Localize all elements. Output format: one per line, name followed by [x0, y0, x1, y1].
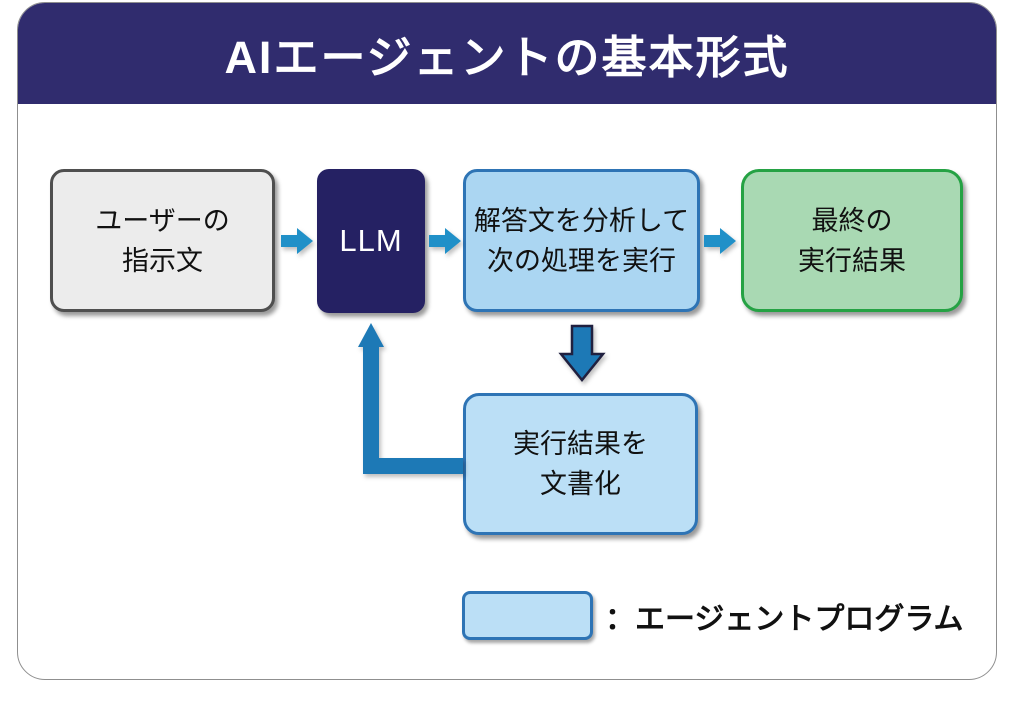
legend-agent-program-swatch: [462, 591, 593, 640]
outer-frame: AIエージェントの基本形式: [17, 2, 997, 680]
page-title: AIエージェントの基本形式: [224, 32, 790, 83]
node-user-instruction: ユーザーの 指示文: [50, 169, 275, 312]
node-document-result: 実行結果を 文書化: [463, 393, 698, 535]
node-analyze-response: 解答文を分析して 次の処理を実行: [463, 169, 700, 312]
node-document-result-line1: 実行結果を: [513, 429, 648, 459]
legend-agent-program-label: ：エージェントプログラム: [605, 602, 964, 636]
node-final-result-line1: 最終の: [811, 205, 893, 236]
node-final-result-line2: 実行結果: [798, 245, 906, 276]
node-user-instruction-line1: ユーザーの: [95, 205, 230, 236]
node-analyze-response-line2: 次の処理を実行: [487, 245, 676, 276]
node-analyze-response-line1: 解答文を分析して: [473, 205, 690, 236]
node-user-instruction-line2: 指示文: [122, 245, 203, 276]
node-llm-label: LLM: [339, 223, 403, 258]
node-document-result-line2: 文書化: [540, 469, 621, 499]
node-llm: LLM: [317, 169, 425, 313]
title-bar: AIエージェントの基本形式: [18, 3, 996, 104]
node-final-result: 最終の 実行結果: [741, 169, 963, 312]
legend: ：エージェントプログラム: [462, 591, 964, 640]
